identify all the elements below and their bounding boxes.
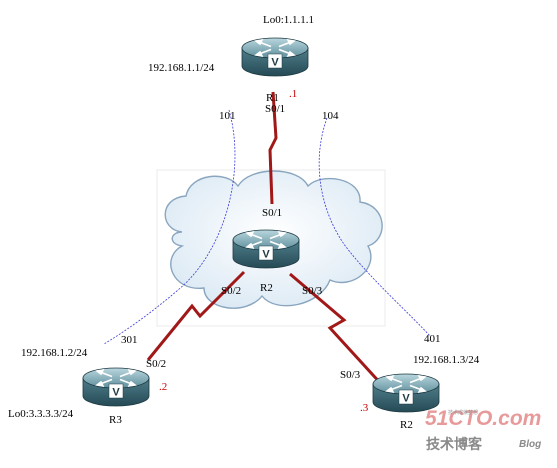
link-switch-r3 <box>146 270 246 361</box>
watermark-blog: Blog <box>519 439 541 450</box>
r3-lan-label: 192.168.1.2/24 <box>21 347 88 359</box>
watermark: 51CTO.com 技术成就梦想 技术博客 Blog <box>425 407 541 453</box>
switch-name-label: R2 <box>260 282 273 294</box>
r3-host-octet-label: .2 <box>159 381 167 393</box>
r3-name-label: R3 <box>109 414 122 426</box>
r1-loopback-label: Lo0:1.1.1.1 <box>263 14 314 26</box>
switch-if-top-label: S0/1 <box>262 207 282 219</box>
dlci-101-label: 101 <box>219 110 236 122</box>
router-left-r3[interactable] <box>82 367 150 407</box>
watermark-tagline: 技术成就梦想 <box>448 409 478 416</box>
r1-name-label: R1 <box>266 92 279 104</box>
watermark-site: 51CTO.com <box>425 407 541 430</box>
dlci-104-label: 104 <box>322 110 339 122</box>
dlci-401-label: 401 <box>424 333 441 345</box>
watermark-subtitle: 技术博客 <box>426 436 483 453</box>
r2-host-octet-label: .3 <box>360 402 369 414</box>
switch-if-right-label: S0/3 <box>302 285 323 297</box>
link-r1-switch <box>268 91 278 205</box>
r3-interface-label: S0/2 <box>146 358 166 370</box>
dlci-301-label: 301 <box>121 334 138 346</box>
r3-loopback-label: Lo0:3.3.3.3/24 <box>8 408 74 420</box>
frame-relay-switch-router[interactable] <box>232 229 300 269</box>
pvc-lines <box>103 109 431 345</box>
serial-links <box>146 91 385 388</box>
router-top-r1[interactable] <box>241 37 309 77</box>
r2-interface-label: S0/3 <box>340 369 361 381</box>
r1-host-octet-label: .1 <box>289 88 297 100</box>
switch-if-left-label: S0/2 <box>221 285 241 297</box>
r1-lan-label: 192.168.1.1/24 <box>148 62 215 74</box>
r2-lan-label: 192.168.1.3/24 <box>413 354 480 366</box>
pvc-104-401 <box>318 117 431 337</box>
link-switch-r2 <box>289 272 385 388</box>
pvc-101-301 <box>103 109 236 345</box>
r2-name-label: R2 <box>400 419 413 431</box>
r1-interface-label: S0/1 <box>265 103 285 115</box>
